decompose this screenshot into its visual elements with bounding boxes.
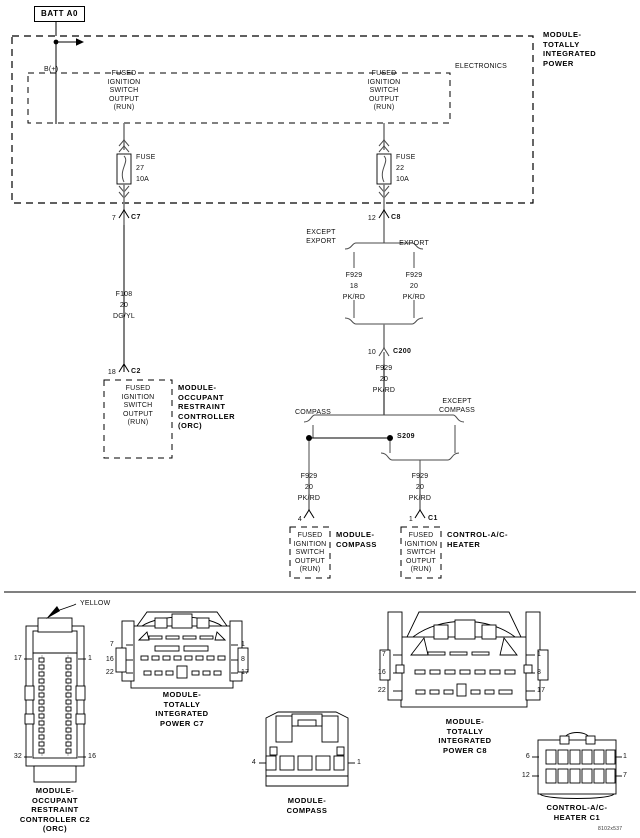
export-right-wire-color: PK/RD xyxy=(402,294,426,301)
fuse-22-name: FUSE xyxy=(396,154,416,161)
ac-heater-c1-connector-name: C1 xyxy=(428,515,438,522)
orc-connector-color-note: YELLOW xyxy=(80,600,111,607)
export-left-wire-circuit: F929 xyxy=(345,272,363,279)
compass-pin-number: 4 xyxy=(297,516,302,523)
export-label: EXPORT xyxy=(399,240,429,247)
connector-drawing-compass xyxy=(259,711,355,787)
connector-drawing-tipm-c8 xyxy=(379,611,549,708)
tipm-c8-pin-left-16: 16 xyxy=(377,669,386,676)
compass-option-label: COMPASS xyxy=(295,409,331,416)
ac-heater-wire-gauge: 20 xyxy=(415,484,425,491)
orc-wire-gauge: 20 xyxy=(119,302,129,309)
s209-splice-label: S209 xyxy=(397,433,415,440)
export-left-wire-gauge: 18 xyxy=(349,283,359,290)
tipm-c7-pin-right-17: 17 xyxy=(241,669,250,676)
ac-heater-c1-caption: CONTROL-A/C- HEATER C1 xyxy=(546,803,608,822)
compass-wire-color: PK/RD xyxy=(297,495,321,502)
compass-wire-circuit: F929 xyxy=(300,473,318,480)
compass-wire-gauge: 20 xyxy=(304,484,314,491)
orc-c2-pin-left-32: 32 xyxy=(13,753,22,760)
c7-connector-name: C7 xyxy=(131,214,141,221)
compass-module-label: MODULE- COMPASS xyxy=(336,530,377,549)
c200-wire-gauge: 20 xyxy=(379,376,389,383)
electronics-label: ELECTRONICS xyxy=(455,63,507,70)
ac-heater-c1-pin-left-12: 12 xyxy=(521,772,530,779)
export-right-wire-circuit: F929 xyxy=(405,272,423,279)
connector-drawing-orc-c2 xyxy=(24,603,86,783)
tipm-c7-pin-left-16: 16 xyxy=(105,656,114,663)
export-left-wire-color: PK/RD xyxy=(342,294,366,301)
orc-wire-color: DG/YL xyxy=(112,313,136,320)
fuse-27-rating: 10A xyxy=(136,176,150,183)
ac-heater-pin-number: 1 xyxy=(408,516,413,523)
orc-c2-caption: MODULE- OCCUPANT RESTRAINT CONTROLLER C2… xyxy=(19,786,91,833)
c200-connector-name: C200 xyxy=(393,348,412,355)
except-export-label: EXCEPT EXPORT xyxy=(306,229,336,245)
tipm-circuit-text-left: FUSED IGNITION SWITCH OUTPUT (RUN) xyxy=(107,70,141,111)
tipm-c8-caption: MODULE- TOTALLY INTEGRATED POWER C8 xyxy=(438,717,492,755)
except-compass-option-label: EXCEPT COMPASS xyxy=(439,398,475,414)
orc-c2-pin-right-1: 1 xyxy=(88,655,93,662)
tipm-c7-caption: MODULE- TOTALLY INTEGRATED POWER C7 xyxy=(155,690,209,728)
tipm-c7-pin-left-7: 7 xyxy=(109,641,114,648)
fuse-22-rating: 10A xyxy=(396,176,410,183)
orc-c2-pin-number: 18 xyxy=(107,369,116,376)
orc-c2-pin-left-17: 17 xyxy=(13,655,22,662)
ac-heater-c1-pin-right-1: 1 xyxy=(623,753,628,760)
orc-wire-circuit: F108 xyxy=(115,291,133,298)
ac-heater-circuit-text: FUSED IGNITION SWITCH OUTPUT (RUN) xyxy=(404,532,438,573)
c200-wire-circuit: F929 xyxy=(375,365,393,372)
tipm-c8-pin-left-22: 22 xyxy=(377,687,386,694)
tipm-c7-pin-left-22: 22 xyxy=(105,669,114,676)
ac-heater-wire-color: PK/RD xyxy=(408,495,432,502)
tipm-c7-pin-right-1: 1 xyxy=(241,641,246,648)
c8-pin-number: 12 xyxy=(367,215,376,222)
orc-c2-pin-right-16: 16 xyxy=(88,753,97,760)
compass-conn-pin-right-1: 1 xyxy=(357,759,362,766)
compass-conn-pin-left-4: 4 xyxy=(251,759,256,766)
battery-source-box: BATT A0 xyxy=(34,6,86,22)
export-right-wire-gauge: 20 xyxy=(409,283,419,290)
fuse-27-name: FUSE xyxy=(136,154,156,161)
tipm-module-label: MODULE- TOTALLY INTEGRATED POWER xyxy=(543,30,597,68)
c8-connector-name: C8 xyxy=(391,214,401,221)
orc-c2-connector-name: C2 xyxy=(131,368,141,375)
compass-conn-caption: MODULE- COMPASS xyxy=(286,796,328,815)
c200-wire-color: PK/RD xyxy=(372,387,396,394)
tipm-c7-pin-right-8: 8 xyxy=(241,656,246,663)
compass-circuit-text: FUSED IGNITION SWITCH OUTPUT (RUN) xyxy=(293,532,327,573)
tipm-c8-pin-right-17: 17 xyxy=(537,687,546,694)
c7-pin-number: 7 xyxy=(111,215,116,222)
fuse-22-number: 22 xyxy=(396,165,405,172)
tipm-c8-pin-right-1: 1 xyxy=(537,651,542,658)
orc-module-label: MODULE- OCCUPANT RESTRAINT CONTROLLER (O… xyxy=(178,383,236,430)
b-plus-label: B(+) xyxy=(44,66,59,73)
c200-pin-number: 10 xyxy=(367,349,376,356)
tipm-c8-pin-right-8: 8 xyxy=(537,669,542,676)
fuse-27-number: 27 xyxy=(136,165,145,172)
ac-heater-c1-pin-right-7: 7 xyxy=(623,772,628,779)
tipm-c8-pin-left-7: 7 xyxy=(381,651,386,658)
ac-heater-wire-circuit: F929 xyxy=(411,473,429,480)
connector-drawing-ac-heater-c1 xyxy=(532,732,622,799)
tipm-circuit-text-right: FUSED IGNITION SWITCH OUTPUT (RUN) xyxy=(367,70,401,111)
connector-drawing-tipm-c7 xyxy=(115,611,249,689)
ac-heater-module-label: CONTROL-A/C- HEATER xyxy=(447,530,508,549)
orc-circuit-text: FUSED IGNITION SWITCH OUTPUT (RUN) xyxy=(121,385,155,426)
ac-heater-c1-pin-left-6: 6 xyxy=(525,753,530,760)
diagram-reference-code: 8102x537 xyxy=(598,826,623,832)
